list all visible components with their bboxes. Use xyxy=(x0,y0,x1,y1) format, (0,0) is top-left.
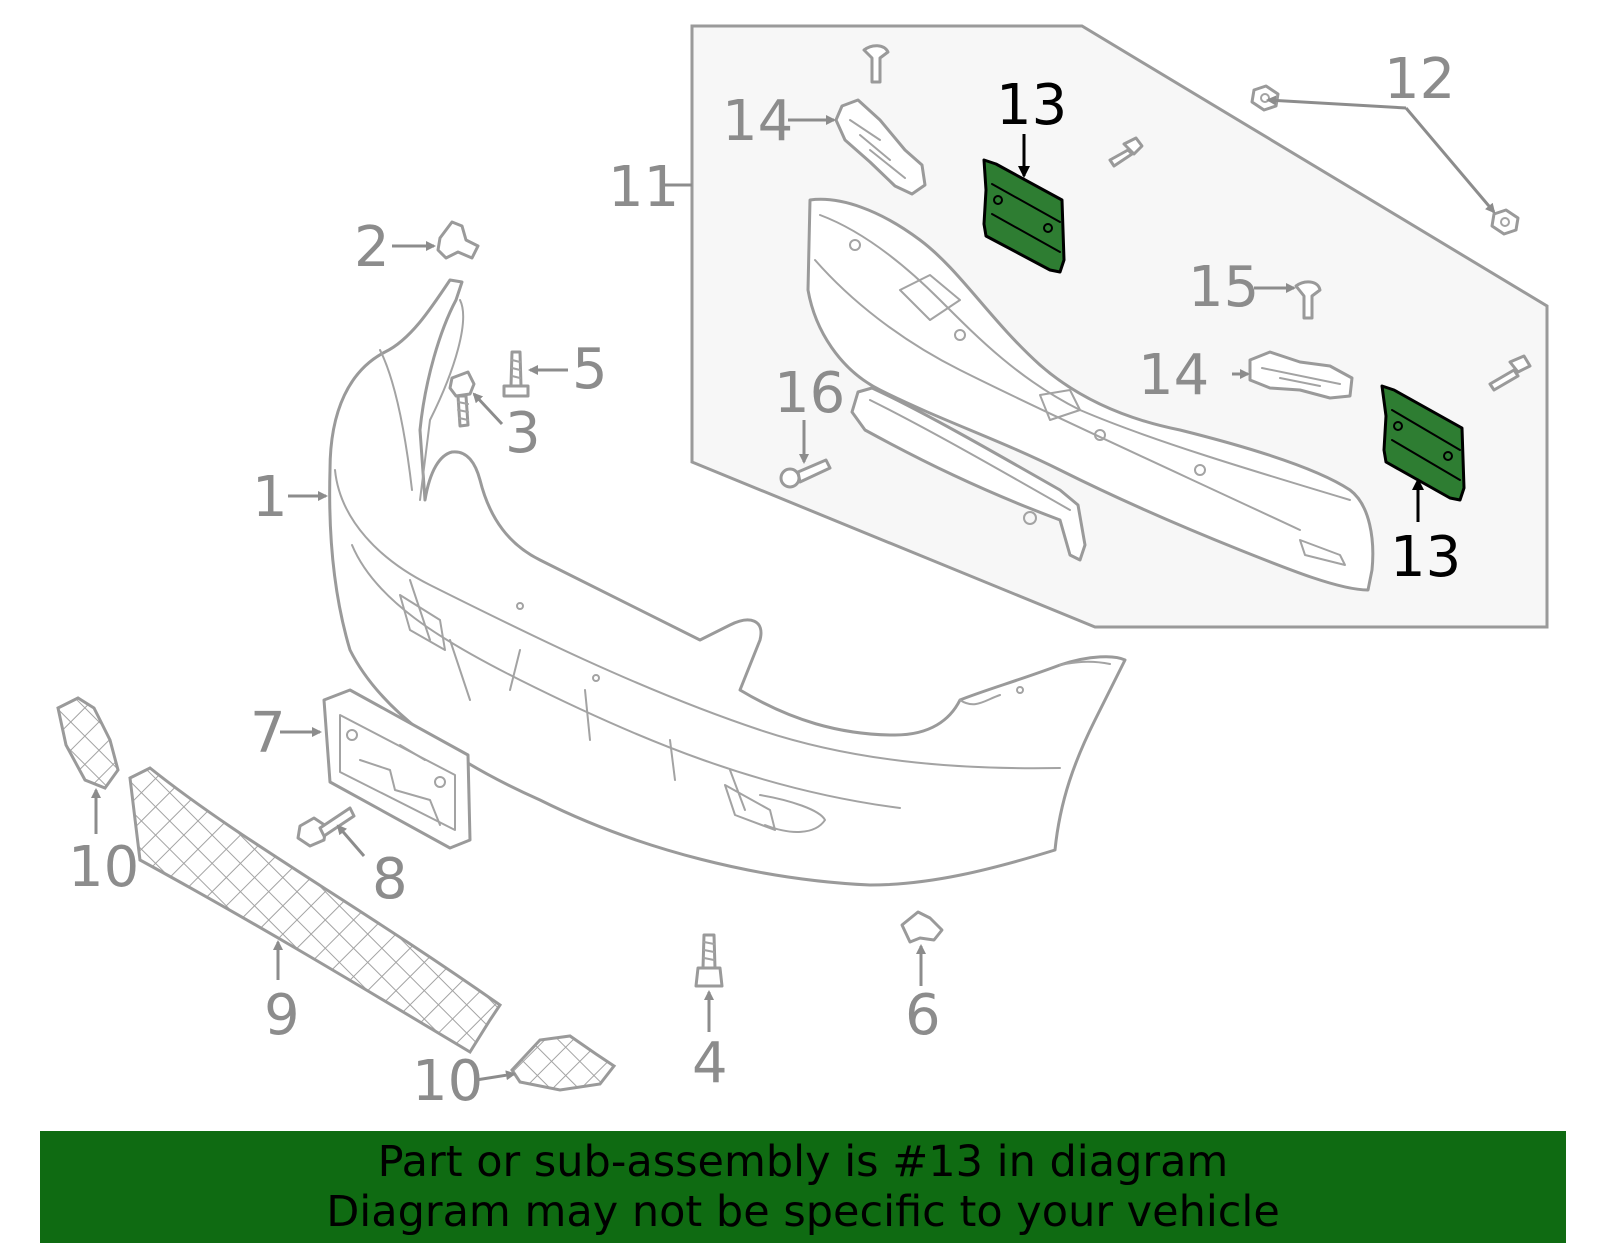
part-13-bracket-upper xyxy=(982,158,1066,274)
part-12-nut-upper xyxy=(1250,84,1280,112)
callout-1: 1 xyxy=(252,465,288,530)
part-8-bolt xyxy=(296,806,356,848)
part-14-bracket-lower xyxy=(1248,350,1354,400)
part-16-screw xyxy=(779,458,832,489)
callout-7: 7 xyxy=(250,701,286,766)
part-7-license-bracket xyxy=(322,688,472,850)
callout-14-lower: 14 xyxy=(1138,343,1209,408)
callout-4: 4 xyxy=(692,1031,728,1096)
part-6-clip xyxy=(900,910,944,944)
part-14-bracket-upper xyxy=(834,98,927,196)
info-banner: Part or sub-assembly is #13 in diagram D… xyxy=(40,1131,1566,1243)
callout-10-right: 10 xyxy=(412,1049,483,1114)
part-2-clip xyxy=(436,220,480,260)
callout-13-upper: 13 xyxy=(996,73,1067,138)
part-9-lower-grille xyxy=(128,766,503,1055)
part-10-right-grille xyxy=(510,1034,617,1092)
lower-absorber xyxy=(850,386,1087,562)
part-15-pin xyxy=(1294,280,1322,320)
callout-9: 9 xyxy=(264,983,300,1048)
part-13-bracket-lower xyxy=(1380,384,1466,502)
leader-lines xyxy=(91,95,1496,1082)
callout-15: 15 xyxy=(1188,255,1259,320)
callout-10-left: 10 xyxy=(68,835,139,900)
callout-3: 3 xyxy=(505,401,541,466)
callout-12: 12 xyxy=(1384,47,1455,112)
callout-8: 8 xyxy=(372,847,408,912)
callout-14-upper: 14 xyxy=(722,89,793,154)
inset-screw-mid xyxy=(1108,136,1144,168)
callout-2: 2 xyxy=(354,215,390,280)
inset-pin-top xyxy=(862,44,890,84)
callout-5: 5 xyxy=(572,337,608,402)
reinforcement-beam xyxy=(806,197,1375,592)
callout-6: 6 xyxy=(905,983,941,1048)
part-12-nut-lower xyxy=(1490,208,1520,236)
callout-11: 11 xyxy=(608,155,679,220)
callout-13-lower: 13 xyxy=(1390,525,1461,590)
banner-disclaimer-line: Diagram may not be specific to your vehi… xyxy=(326,1187,1280,1237)
part-5-screw xyxy=(502,350,530,398)
bumper-cover xyxy=(328,278,1127,887)
part-10-left-grille xyxy=(56,696,120,790)
banner-part-line: Part or sub-assembly is #13 in diagram xyxy=(377,1137,1229,1187)
callout-16: 16 xyxy=(774,361,845,426)
part-3-bolt xyxy=(448,370,476,428)
inset-screw-right xyxy=(1488,354,1532,392)
part-4-bolt xyxy=(694,933,724,988)
